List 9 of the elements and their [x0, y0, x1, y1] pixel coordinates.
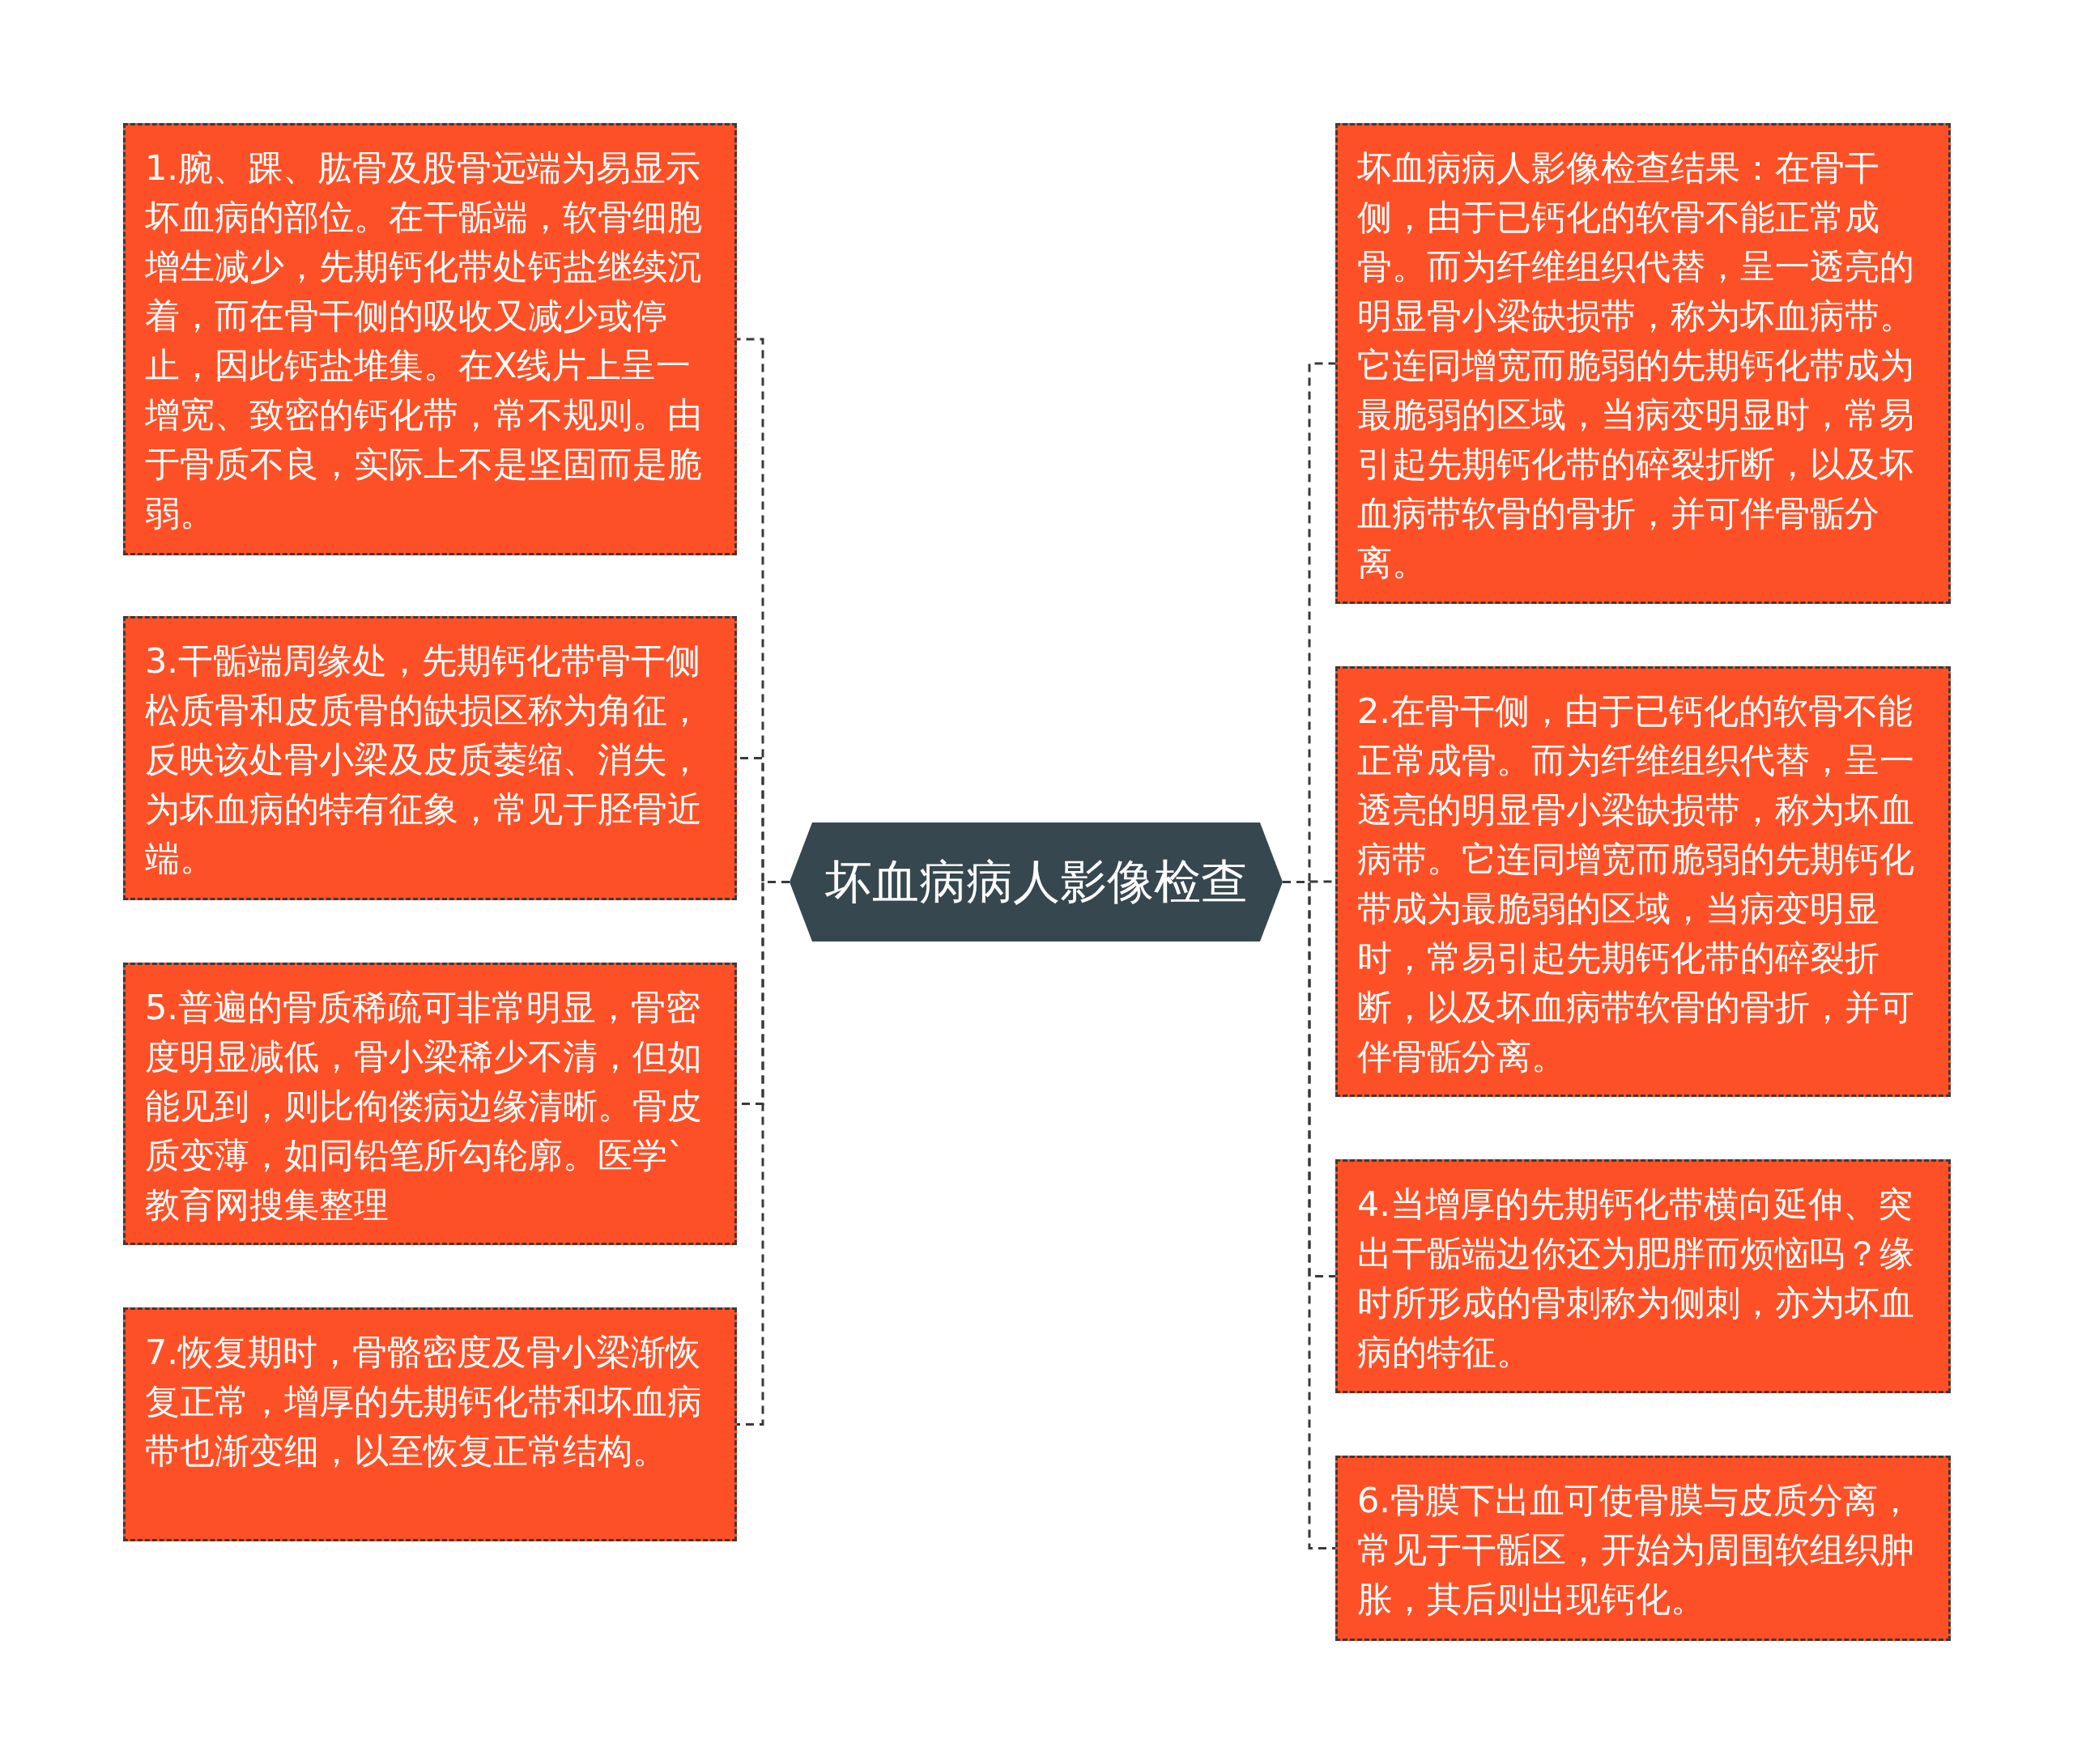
- topic-hexagon: 坏血病病人影像检查: [790, 822, 1283, 942]
- note-box: 3.干骺端周缘处，先期钙化带骨干侧松质骨和皮质骨的缺损区称为角征，反映该处骨小梁及皮质萎缩、消失，为坏血病的特有征象，常见于胫骨近端。: [123, 616, 737, 900]
- note-box: 1.腕、踝、肱骨及股骨远端为易显示坏血病的部位。在干骺端，软骨细胞增生减少，先期钙化带处钙盐继续沉着，而在骨干侧的吸收又减少或停止，因此钙盐堆集。在X线片上呈一增宽、致密的钙化带，常不规则。由于骨质不良，实际上不是坚固而是脆弱。: [123, 123, 737, 555]
- note-box: 2.在骨干侧，由于已钙化的软骨不能正常成骨。而为纤维组织代替，呈一透亮的明显骨小梁缺损带，称为坏血病带。它连同增宽而脆弱的先期钙化带成为最脆弱的区域，当病变明显时，常易引起先期钙化带的碎裂折断，以及坏血病带软骨的骨折，并可伴骨骺分离。: [1335, 666, 1951, 1097]
- note-box: 6.骨膜下出血可使骨膜与皮质分离，常见于干骺区，开始为周围软组织肿胀，其后则出现钙化。: [1335, 1456, 1951, 1641]
- note-box: 坏血病病人影像检查结果：在骨干侧，由于已钙化的软骨不能正常成骨。而为纤维组织代替，呈一透亮的明显骨小梁缺损带，称为坏血病带。它连同增宽而脆弱的先期钙化带成为最脆弱的区域，当病变明显时，常易引起先期钙化带的碎裂折断，以及坏血病带软骨的骨折，并可伴骨骺分离。: [1335, 123, 1951, 604]
- note-box: 5.普遍的骨质稀疏可非常明显，骨密度明显减低，骨小梁稀少不清，但如能见到，则比佝偻病边缘清晰。骨皮质变薄，如同铅笔所勾轮廓。医学`教育网搜集整理: [123, 963, 737, 1245]
- note-box: 7.恢复期时，骨骼密度及骨小梁渐恢复正常，增厚的先期钙化带和坏血病带也渐变细，以至恢复正常结构。: [123, 1307, 737, 1541]
- note-box: 4.当增厚的先期钙化带横向延伸、突出干骺端边你还为肥胖而烦恼吗？缘时所形成的骨刺称为侧刺，亦为坏血病的特征。: [1335, 1159, 1951, 1393]
